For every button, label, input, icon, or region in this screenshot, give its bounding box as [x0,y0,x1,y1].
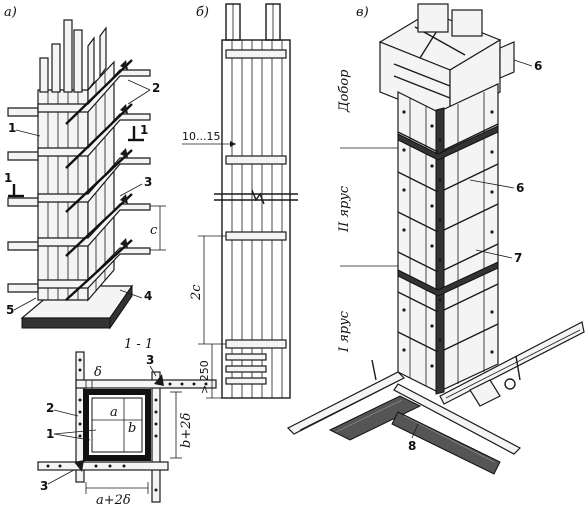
dim-gap: 10...15 [182,130,236,147]
panel-c-metal-formwork: в) [286,3,585,475]
dim-b-plus-2delta: b+2δ [170,391,194,459]
base-frame-side [109,284,133,330]
svg-text:b: b [128,421,136,436]
top-box-inner-2 [451,9,483,37]
clamp-wedges [120,60,128,248]
callout-3: 3 [144,175,152,189]
dim-250: > 250 [198,344,226,399]
base-rail-front [393,383,522,455]
callout-5: 5 [6,303,14,317]
section-title: 1 - 1 [124,337,153,352]
callout-6-mid: 6 [516,181,524,195]
svg-text:> 250: > 250 [198,360,211,394]
section-callout-1: 1 [46,427,54,441]
section-callout-2: 2 [46,401,54,415]
tier-joint-lower [397,261,499,297]
horizontal-clamp-bottom [37,461,169,471]
base-rail-left [286,371,406,435]
callout-8: 8 [408,439,416,453]
tier-label-dobor: Добор [337,69,352,113]
section-1-1-plan: 1 - 1 [37,337,217,508]
panel-a-column-formwork: а) 1 2 3 4 5 1 1 c [4,5,166,330]
svg-text:c: c [150,223,158,238]
elevation-clamps [225,49,287,385]
panel-a-label: а) [4,5,17,20]
section-mark-right: 1 [128,123,148,142]
tier-label-i: I ярус [337,310,352,353]
elevation-boards [231,40,283,398]
dim-2c: 2c [189,235,226,345]
elevation-frame [221,39,291,399]
svg-text:1: 1 [140,123,148,137]
panel-b-label: б) [196,5,209,20]
section-mark-left: 1 [4,171,24,198]
wood-sleeper-left [328,395,422,441]
svg-text:1: 1 [4,171,12,185]
corner-angle [435,107,445,395]
column-section [91,397,143,453]
base-frame-front [21,317,111,329]
horizontal-clamp-top [75,379,217,389]
tier-joint-upper [397,125,499,161]
wood-sleeper-front [391,411,501,475]
base-rail-right [439,321,585,405]
top-bracket [499,41,515,79]
wedge-top-right [154,374,164,386]
callout-7: 7 [514,251,522,265]
formwork-boards-square [83,389,151,461]
callout-6-top: 6 [534,59,542,73]
dimension-c: c [150,205,166,251]
side-battens [65,59,133,301]
svg-text:2c: 2c [189,284,204,301]
break-line [214,189,298,205]
top-box-inner [417,3,449,33]
section-callout-3-top: 3 [146,353,154,367]
tier-labels: Добор II ярус I ярус [337,69,398,353]
wedge-bottom-left [74,460,84,472]
panel-b-elevation: б) [182,3,298,399]
callout-2: 2 [152,81,160,95]
tier-label-ii: II ярус [337,185,352,233]
dim-b-inner: b [123,398,136,452]
dim-delta: δ [94,365,102,380]
callout-1: 1 [8,121,16,135]
bolt-holes [402,110,494,368]
dim-a-inner: a [92,405,142,421]
svg-text:a: a [110,405,118,420]
panel-c-label: в) [356,5,369,20]
callout-4: 4 [144,289,152,303]
protruding-board-tops [39,19,107,93]
rail-clamp [469,379,501,407]
svg-text:a+2δ: a+2δ [96,493,131,508]
svg-text:10...15: 10...15 [182,130,220,143]
dim-a-plus-2delta: a+2δ [85,482,149,508]
svg-text:b+2δ: b+2δ [179,413,194,448]
clamp-holes [46,358,208,492]
section-callout-3-bottom: 3 [40,479,48,493]
rail-bolt [504,378,516,390]
